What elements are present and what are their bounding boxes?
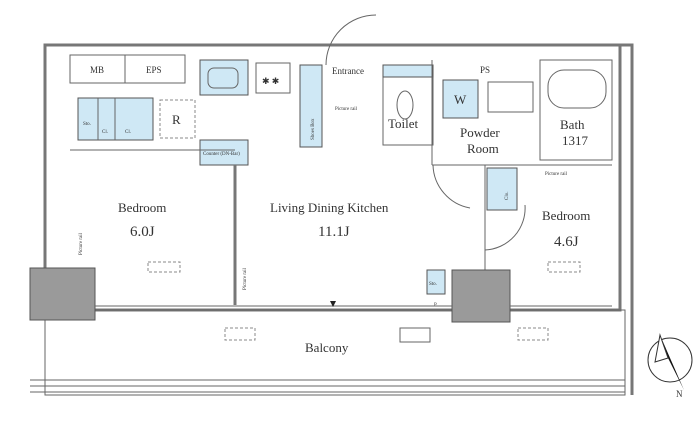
refrigerator-space (159, 99, 196, 139)
powder-room-label-1: Powder (460, 125, 500, 140)
bathroom (539, 59, 613, 161)
ldk-label: Living Dining Kitchen (270, 200, 389, 215)
washer (442, 79, 479, 119)
bedroom-right-door (484, 204, 526, 251)
balcony-label: Balcony (305, 340, 349, 355)
ac-unit (547, 261, 581, 273)
outer-wall (43, 43, 622, 312)
storage-right (426, 269, 446, 295)
ac-unit (147, 261, 181, 273)
bedroom-right-size: 4.6J (554, 234, 579, 250)
picture-rail-entrance-label: Picture rail (335, 107, 358, 112)
right-wall (620, 43, 634, 395)
entry-marker-icon (330, 301, 336, 307)
pillar-left (29, 267, 96, 321)
eps-label: EPS (146, 65, 162, 75)
eps-closet (124, 54, 186, 84)
ldk-size: 11.1J (318, 224, 350, 240)
washbasin (487, 81, 534, 113)
bedroom-left-size: 6.0J (130, 224, 155, 240)
powder-room-label-2: Room (467, 141, 499, 156)
bedroom-left-label: Bedroom (118, 200, 166, 215)
powder-door (432, 164, 471, 209)
ps-label: PS (480, 65, 490, 75)
compass-north-label: N (676, 389, 683, 399)
picture-rail-mid-label: Picture rail (243, 267, 248, 290)
toilet-icon (396, 90, 414, 120)
cl1-label: Cl. (102, 130, 108, 135)
bedroom-right-label: Bedroom (542, 208, 590, 223)
balcony-area (44, 309, 626, 396)
bathtub (547, 69, 607, 109)
bath-label: Bath (560, 117, 585, 132)
refrigerator-label: R (172, 112, 181, 127)
washer-label: W (454, 92, 467, 107)
shoes-box (299, 64, 323, 148)
toilet-label: Toilet (388, 116, 419, 131)
closet-right (486, 167, 518, 211)
kitchen-sink (199, 59, 249, 96)
compass-icon (647, 333, 693, 390)
counter (199, 139, 249, 166)
stove (255, 62, 291, 94)
picture-rail-left-label: Picture rail (79, 232, 84, 255)
stove-burners-icon: ✱ ✱ (262, 76, 279, 86)
cl2-label: Cl. (125, 130, 131, 135)
sto-right-label: Sto. (429, 282, 437, 287)
balcony-drain (399, 327, 431, 343)
pillar-right (451, 269, 511, 323)
bath-size-label: 1317 (562, 133, 589, 148)
mb-label: MB (90, 65, 104, 75)
shoes-box-label: Shoes Box (311, 118, 316, 140)
closet-right-label: Clo. (505, 192, 510, 200)
outdoor-unit (517, 327, 549, 341)
sto-left-label: Sto. (83, 122, 91, 127)
outdoor-unit (224, 327, 256, 341)
entrance-door (325, 14, 377, 66)
picture-rail-right-label: Picture rail (545, 172, 568, 177)
entrance-label: Entrance (332, 66, 364, 76)
counter-label: Counter (DN-Bar) (203, 152, 240, 157)
